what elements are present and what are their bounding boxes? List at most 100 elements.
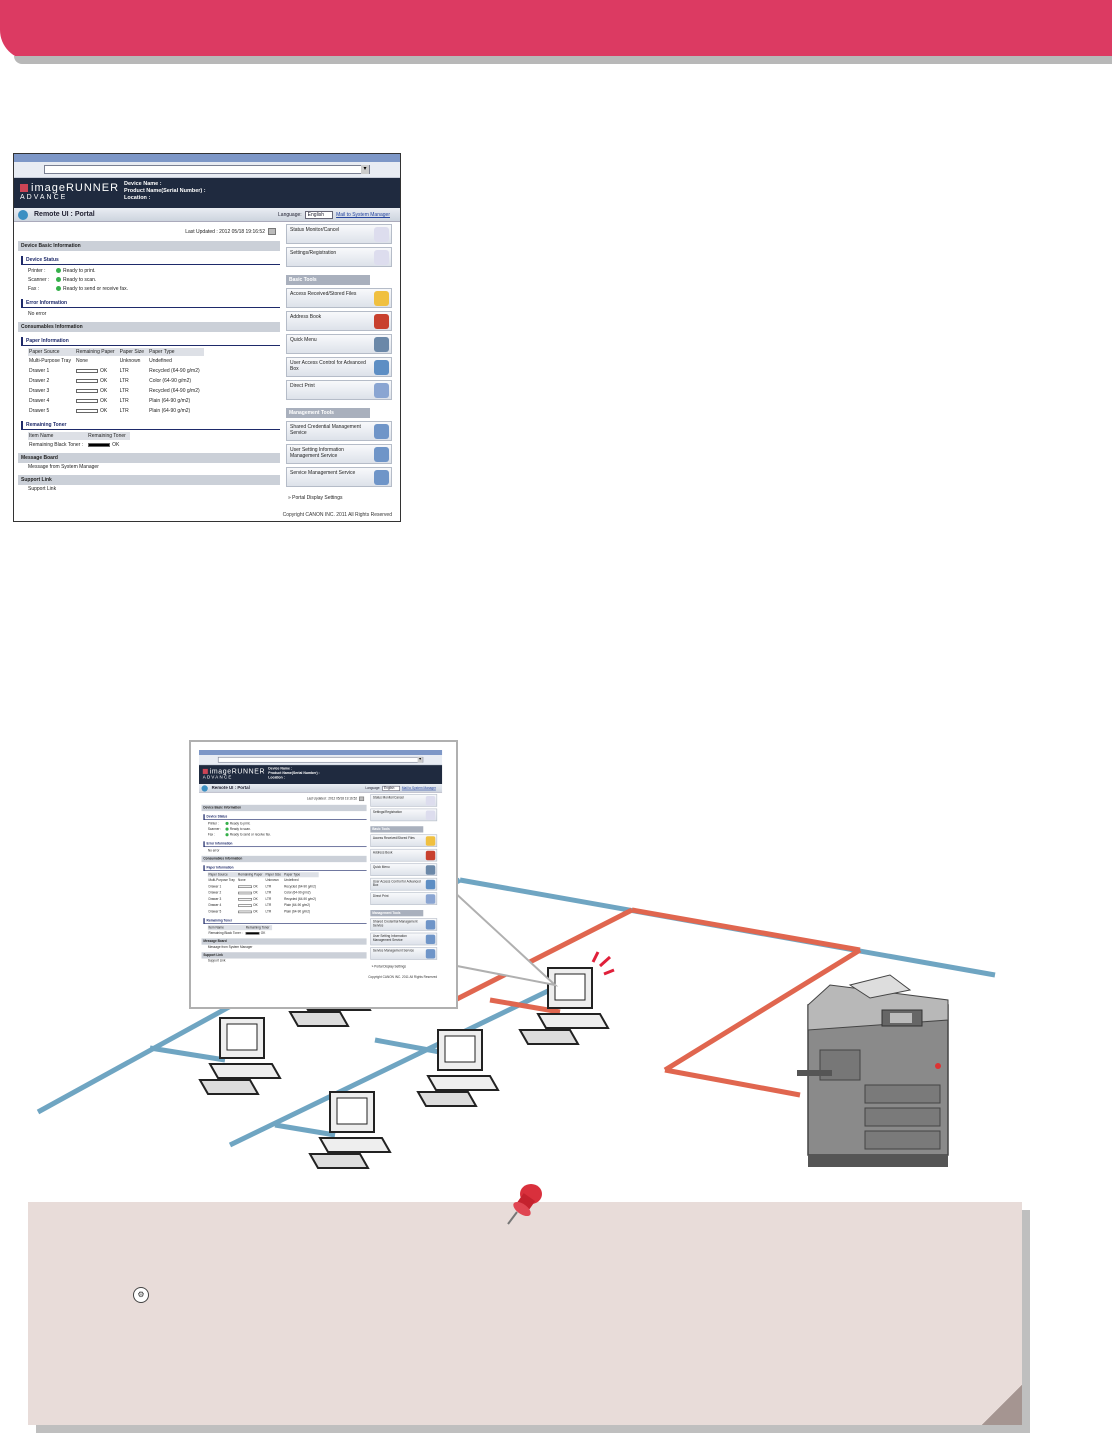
access-control-icon <box>425 879 436 890</box>
direct-print-button[interactable]: Direct Print <box>286 380 392 400</box>
address-book-button[interactable]: Address Book <box>370 848 438 862</box>
portal-display-link[interactable]: » Portal Display Settings <box>371 964 406 969</box>
ok-status-icon <box>56 268 61 274</box>
status-monitor-icon <box>425 795 436 806</box>
page-curl <box>982 1385 1022 1425</box>
mail-link[interactable]: Mail to System Manager <box>336 212 390 218</box>
direct-print-button[interactable]: Direct Print <box>370 892 438 905</box>
section-message-board: Message Board <box>18 453 280 463</box>
access-control-button[interactable]: User Access Control for Advanced Box <box>370 877 438 891</box>
mail-link[interactable]: Mail to System Manager <box>401 786 436 791</box>
address-field[interactable]: ▾ <box>217 756 424 763</box>
refresh-icon[interactable] <box>268 228 276 235</box>
right-column: Status Monitor/Cancel Settings/Registrat… <box>370 794 438 969</box>
sub-error-info: Error Information <box>21 299 280 308</box>
section-consumables: Consumables Information <box>201 855 367 863</box>
quick-menu-button[interactable]: Quick Menu <box>286 334 392 354</box>
dropdown-arrow-icon[interactable]: ▾ <box>361 165 369 174</box>
refresh-icon[interactable] <box>359 796 365 802</box>
access-files-button[interactable]: Access Received/Stored Files <box>286 288 392 308</box>
settings-icon <box>374 250 389 265</box>
top-banner <box>0 0 1112 60</box>
device-info: Device Name : Product Name(Serial Number… <box>268 767 320 780</box>
quick-menu-button[interactable]: Quick Menu <box>370 863 438 876</box>
quick-menu-icon <box>374 337 389 352</box>
computer-icon <box>198 1017 282 1095</box>
portal-display-link[interactable]: » Portal Display Settings <box>288 495 343 501</box>
sub-paper-info: Paper Information <box>21 337 280 346</box>
address-book-button[interactable]: Address Book <box>286 311 392 331</box>
basic-tools-header: Basic Tools <box>370 826 424 833</box>
paper-level-bar <box>238 910 252 913</box>
user-setting-icon <box>425 934 436 945</box>
service-management-button[interactable]: Service Management Service <box>286 467 392 487</box>
sub-device-status: Device Status <box>203 814 367 820</box>
access-files-button[interactable]: Access Received/Stored Files <box>370 834 438 848</box>
toner-level-bar <box>245 931 260 935</box>
sub-device-status: Device Status <box>21 256 280 265</box>
ok-status-icon <box>56 286 61 292</box>
access-control-button[interactable]: User Access Control for Advanced Box <box>286 357 392 377</box>
status-monitor-button[interactable]: Status Monitor/Cancel <box>286 224 392 244</box>
lan-lines <box>36 877 996 1148</box>
settings-button[interactable]: Settings/Registration <box>370 808 438 822</box>
portal-icon <box>201 785 208 792</box>
callout-pointer <box>451 887 559 987</box>
sub-paper-info: Paper Information <box>203 865 367 871</box>
browser-address-bar: ▾ <box>14 162 400 178</box>
section-support-link: Support Link <box>18 475 280 485</box>
section-device-basic: Device Basic Information <box>201 804 367 812</box>
credential-service-button[interactable]: Shared Credential Management Service <box>286 421 392 441</box>
highlighted-path <box>453 907 862 1098</box>
canon-cube-icon <box>20 184 28 193</box>
left-column: Last Updated : 2012 05/18 19:16:52 Devic… <box>201 794 367 964</box>
support-link[interactable]: Support Link <box>207 959 226 963</box>
status-row: Printer :Ready to print. <box>207 821 251 826</box>
paper-level-bar <box>238 891 252 895</box>
section-support-link: Support Link <box>201 952 367 959</box>
section-consumables: Consumables Information <box>18 322 280 332</box>
status-monitor-button[interactable]: Status Monitor/Cancel <box>370 794 438 807</box>
basic-tools-header: Basic Tools <box>286 275 370 285</box>
paper-level-bar <box>238 885 252 888</box>
address-field[interactable]: ▾ <box>44 165 370 174</box>
user-setting-service-button[interactable]: User Setting Information Management Serv… <box>370 932 438 946</box>
error-text: No error <box>28 311 47 317</box>
credential-service-button[interactable]: Shared Credential Management Service <box>370 918 438 931</box>
browser-address-bar: ▾ <box>199 755 443 766</box>
dropdown-arrow-icon[interactable]: ▾ <box>417 756 423 763</box>
service-management-button[interactable]: Service Management Service <box>370 947 438 960</box>
paper-level-bar <box>75 378 98 383</box>
management-tools-header: Management Tools <box>286 408 370 418</box>
paper-level-bar <box>238 904 252 907</box>
ok-status-icon <box>225 833 229 837</box>
status-row: Scanner :Ready to scan. <box>28 277 97 283</box>
toner-level-bar <box>88 442 111 447</box>
language-select[interactable]: English <box>382 785 401 791</box>
computer-icon <box>416 1029 500 1107</box>
table-row: Remaining Black Toner :OK <box>208 931 266 936</box>
table-row: Remaining Black Toner :OK <box>29 442 120 448</box>
paper-level-bar <box>75 368 98 373</box>
settings-button[interactable]: Settings/Registration <box>286 247 392 267</box>
support-link[interactable]: Support Link <box>28 486 57 492</box>
paper-level-bar <box>75 408 98 413</box>
quick-menu-icon <box>425 865 436 875</box>
files-icon <box>374 291 389 306</box>
browser-title-bar <box>199 750 443 756</box>
language-select[interactable]: English <box>304 211 334 219</box>
user-setting-service-button[interactable]: User Setting Information Management Serv… <box>286 444 392 464</box>
